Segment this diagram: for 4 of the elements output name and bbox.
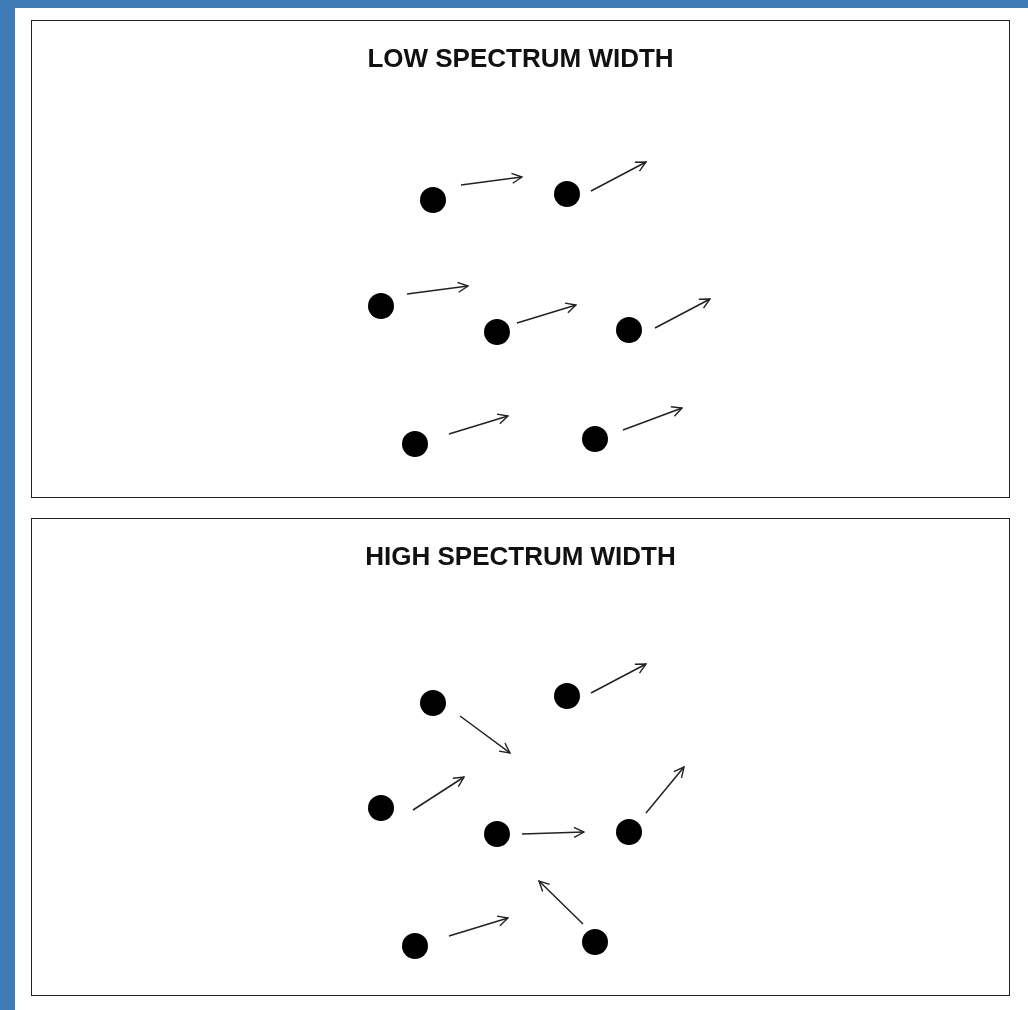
panel-title: LOW SPECTRUM WIDTH [366, 43, 675, 74]
panel-title: HIGH SPECTRUM WIDTH [364, 541, 677, 572]
panel [31, 518, 1010, 996]
panel [31, 20, 1010, 498]
